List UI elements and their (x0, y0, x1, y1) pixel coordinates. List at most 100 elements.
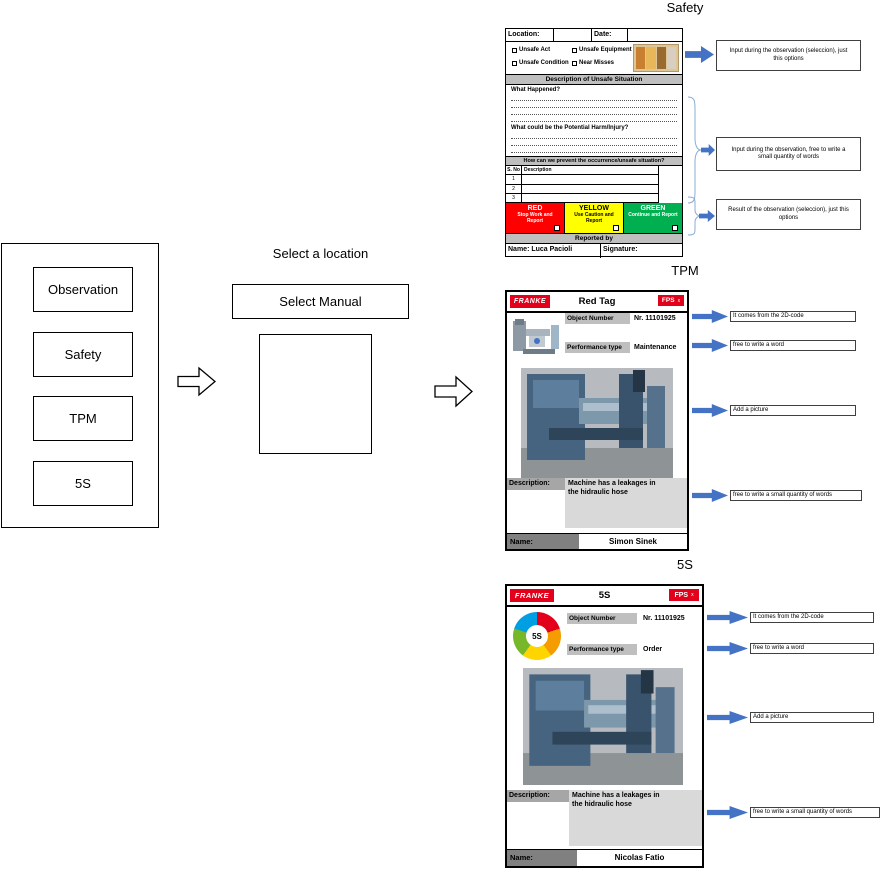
date-field[interactable] (628, 29, 682, 41)
franke-logo: FRANKE (510, 295, 550, 308)
prevent-header: How can we prevent the occurrence/unsafe… (506, 157, 682, 166)
write-line (511, 115, 677, 122)
machine-clipart (513, 319, 559, 354)
location-placeholder-box[interactable] (259, 334, 372, 454)
description-area: Machine has a leakages in the hidraulic … (569, 790, 702, 846)
severity-option-green[interactable]: GREEN Continue and Report (624, 203, 682, 233)
safety-form-mockup: Location: Date: Unsafe Act Unsafe Condit… (505, 28, 683, 258)
safety-annotation-1: Input during the observation (seleccion)… (716, 40, 861, 71)
severity-checkbox[interactable] (613, 225, 619, 231)
description-of-unsafe-situation-header: Description of Unsafe Situation (506, 75, 682, 85)
checkbox-unsafe-equipment[interactable]: Unsafe Equipment (572, 47, 632, 53)
checkbox-label: Unsafe Act (519, 47, 551, 53)
question-what-happened: What Happened? (511, 87, 560, 93)
col-description: Description (524, 167, 552, 173)
severity-options-row: RED Stop Work and Report YELLOW Use Caut… (506, 203, 682, 234)
table-row: 2 (506, 183, 658, 194)
checkbox-icon[interactable] (572, 60, 577, 66)
severity-option-red[interactable]: RED Stop Work and Report (506, 203, 565, 233)
checkbox-icon[interactable] (512, 47, 517, 53)
row-number: 2 (506, 184, 522, 194)
performance-type-label: Performance type (565, 342, 630, 353)
menu-item-5s[interactable]: 5S (33, 461, 133, 506)
fps-label: FPS (674, 591, 689, 599)
callout-arrow (692, 489, 728, 502)
callout-arrow (692, 339, 728, 352)
row-description-field[interactable] (522, 194, 658, 203)
location-label: Location: (506, 29, 554, 41)
performance-type-value: Maintenance (634, 344, 677, 351)
row-description-field[interactable] (522, 185, 658, 194)
checkbox-unsafe-condition[interactable]: Unsafe Condition (512, 60, 569, 66)
menu-item-tpm[interactable]: TPM (33, 396, 133, 441)
brace-severity (687, 196, 701, 236)
signature-label: Signature: (603, 246, 638, 253)
5s-card: FRANKE 5S FPS x 5S Object Number Nr. 111… (505, 584, 704, 868)
tpm-annotation-2: free to write a word (730, 340, 856, 351)
write-line (511, 139, 677, 146)
safety-annotation-2: Input during the observation, free to wr… (716, 137, 861, 171)
write-line (511, 132, 677, 139)
close-icon[interactable]: x (691, 592, 694, 598)
card-header: FRANKE Red Tag FPS x (507, 292, 687, 313)
machine-photo (521, 368, 673, 478)
reported-by-header: Reported by (506, 234, 682, 244)
menu-item-observation[interactable]: Observation (33, 267, 133, 312)
severity-option-yellow[interactable]: YELLOW Use Caution and Report (565, 203, 624, 233)
checkbox-near-misses[interactable]: Near Misses (572, 60, 614, 66)
performance-type-label: Performance type (567, 644, 637, 655)
callout-arrow (707, 642, 748, 655)
write-line (511, 101, 677, 108)
checkbox-unsafe-act[interactable]: Unsafe Act (512, 47, 550, 53)
write-line (511, 94, 677, 101)
machine-photo (523, 668, 683, 785)
safety-pictograms-image (633, 44, 679, 72)
severity-description: Stop Work and Report (517, 212, 553, 224)
5s-annotation-3: Add a picture (750, 712, 874, 723)
safety-form-footer: Name: Luca Pacioli Signature: (506, 244, 682, 258)
table-row: 1 (506, 174, 658, 184)
name-label: Name: (507, 534, 579, 549)
safety-annotation-3: Result of the observation (seleccion), j… (716, 199, 861, 230)
menu-item-safety[interactable]: Safety (33, 332, 133, 377)
franke-logo: FRANKE (510, 589, 554, 602)
select-location-title: Select a location (272, 246, 369, 261)
row-description-field[interactable] (522, 175, 658, 184)
performance-type-value: Order (643, 646, 663, 653)
severity-checkbox[interactable] (672, 225, 678, 231)
checkbox-label: Unsafe Condition (519, 60, 569, 66)
5s-annotation-4: free to write a small quantity of words (750, 807, 880, 818)
menu-panel: Observation Safety TPM 5S (1, 243, 159, 528)
location-field[interactable] (554, 29, 592, 41)
fps-badge: FPS x (669, 589, 699, 601)
fps-badge: FPS x (658, 295, 684, 306)
checkbox-label: Near Misses (579, 60, 615, 66)
object-number-value: Nr. 11101925 (643, 615, 685, 622)
checkbox-icon[interactable] (572, 47, 577, 53)
brace-questions (687, 96, 701, 204)
checkbox-icon[interactable] (512, 60, 517, 66)
card-title: 5S (598, 590, 611, 601)
write-line (511, 146, 677, 153)
object-number-value: Nr. 11101925 (634, 315, 676, 322)
questions-area: What Happened? What could be the Potenti… (506, 85, 682, 157)
tpm-annotation-1: It comes from the 2D-code (730, 311, 856, 322)
safety-form-header-row: Location: Date: (506, 29, 682, 42)
severity-label: RED (527, 205, 543, 212)
callout-arrow (692, 310, 728, 323)
name-row: Name: Nicolas Fatio (507, 849, 702, 866)
5s-section-title: 5S (677, 557, 693, 572)
tpm-annotation-3: Add a picture (730, 405, 856, 416)
flow-arrow-1 (177, 366, 216, 397)
select-manual-button[interactable]: Select Manual (232, 284, 409, 319)
flow-arrow-2 (434, 375, 473, 408)
name-row: Name: Simon Sinek (507, 533, 687, 549)
tpm-section-title: TPM (671, 263, 699, 278)
close-icon[interactable]: x (677, 297, 681, 304)
callout-arrow (692, 404, 728, 417)
callout-arrow (707, 611, 748, 624)
callout-arrow (707, 711, 748, 724)
severity-checkbox[interactable] (554, 225, 560, 231)
row-number: 1 (506, 175, 522, 184)
unsafe-type-checkboxes: Unsafe Act Unsafe Condition Unsafe Equip… (506, 42, 682, 75)
